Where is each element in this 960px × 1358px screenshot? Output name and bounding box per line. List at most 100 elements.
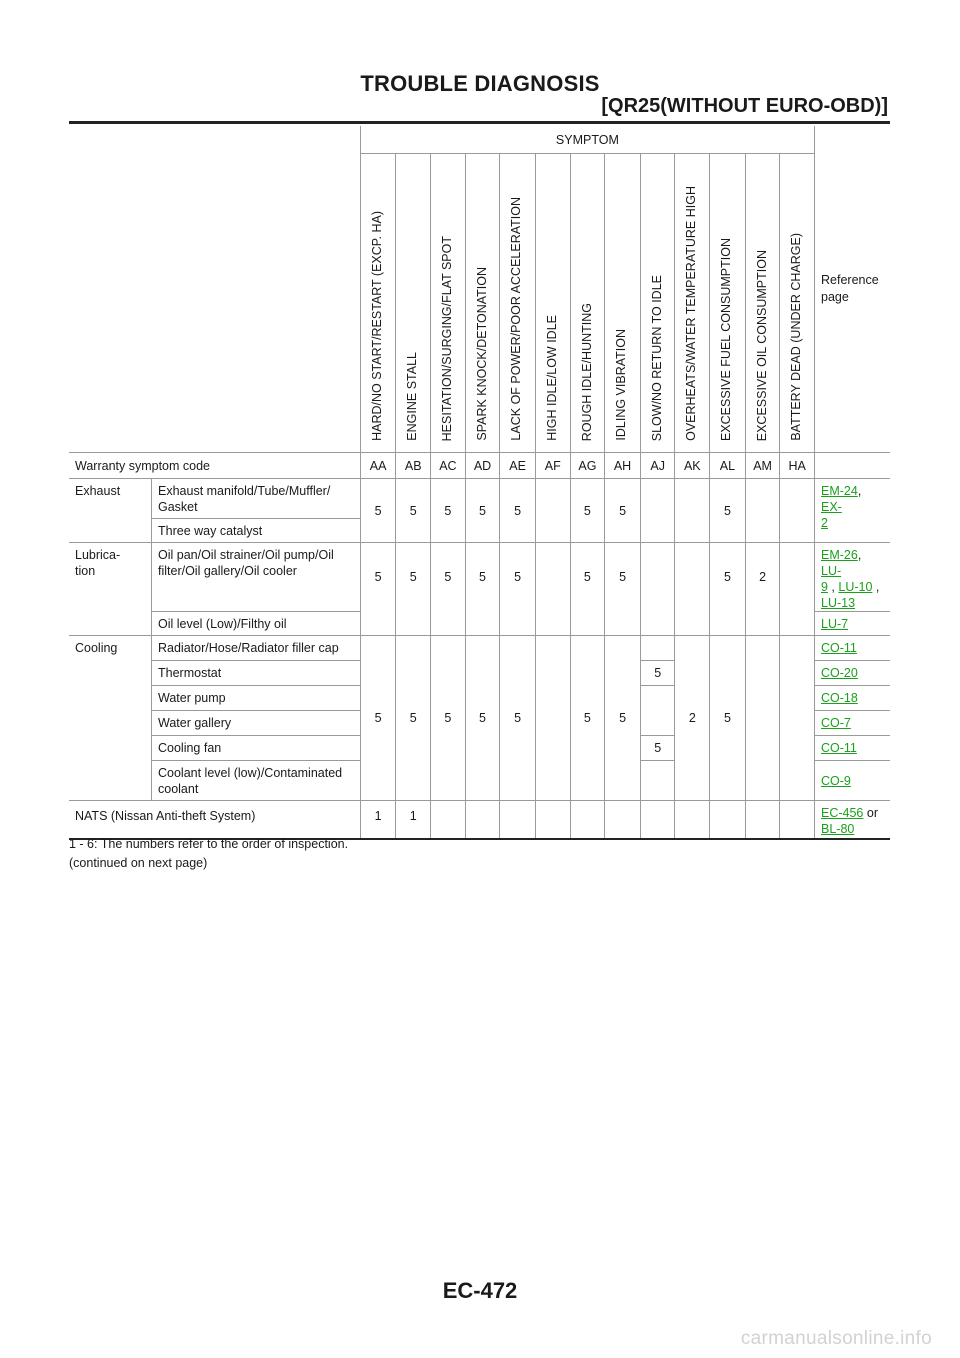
value-cell: 1 [395,800,432,840]
warranty-code: AA [359,452,397,479]
value-cell [779,635,815,801]
value-cell: 1 [359,800,397,840]
item-oil-pan: Oil pan/Oil strainer/Oil pump/Oil filter… [151,542,361,612]
value-cell-empty [499,800,536,840]
value-cell-empty [674,800,711,840]
ref-link[interactable]: LU- [821,564,842,578]
page-subtitle: [QR25(WITHOUT EURO-OBD)] [601,95,888,117]
value-cell: 5 [430,635,466,801]
item-cooling-fan: Cooling fan [151,735,361,761]
value-cell: 5 [499,542,536,636]
value-cell: 5 [569,635,606,801]
item-oil-level: Oil level (Low)/Filthy oil [151,611,361,636]
ref-separator: , [872,580,880,594]
ref-separator: , [857,484,862,498]
reference-water-gallery: CO-7 [814,710,890,736]
ref-or: or [863,806,878,820]
ref-link[interactable]: CO-7 [821,716,851,730]
value-cell-empty [779,800,815,840]
value-cell-empty [744,800,781,840]
ref-link[interactable]: LU-10 [838,580,873,594]
ref-link[interactable]: 9 [821,580,828,594]
value-cell: 5 [359,478,397,543]
value-cell: 5 [395,635,432,801]
cooling-row-1: Cooling Radiator/Hose/Radiator filler ca… [69,635,890,801]
warranty-code: AC [430,452,466,479]
footnote-continued: (continued on next page) [69,856,208,870]
value-cell: 5 [569,478,606,543]
ref-link[interactable]: CO-9 [821,773,851,788]
lubrication-row-1: Lubrica-tion Oil pan/Oil strainer/Oil pu… [69,542,890,636]
value-cell: 5 [464,635,501,801]
value-cell [534,478,571,543]
symptom-header-row: SYMPTOM Reference page [69,126,890,453]
warranty-code: AE [499,452,536,479]
ref-link[interactable]: CO-18 [821,691,858,705]
value-cell [639,478,676,543]
value-cell: 5 [604,542,641,636]
symptom-name: HIGH IDLE/LOW IDLE [544,315,559,441]
ref-link[interactable]: 2 [821,516,828,530]
value-cell-slow-return [639,685,676,736]
value-cell [674,542,711,636]
warranty-code: AF [534,452,571,479]
category-exhaust: Exhaust [69,478,152,543]
warranty-code: AK [674,452,711,479]
warranty-code: HA [779,452,815,479]
value-cell: 5 [430,478,466,543]
warranty-code-label: Warranty symptom code [69,452,361,479]
value-cell: 5 [604,635,641,801]
value-cell: 5 [709,542,746,636]
warranty-code: AM [744,452,781,479]
value-cell-empty [604,800,641,840]
value-cell: 5 [359,635,397,801]
cooling-row-5: Cooling fan 5 CO-11 [69,735,890,761]
value-cell-empty [569,800,606,840]
value-cell-slow-return [639,760,676,801]
reference-cooling-fan: CO-11 [814,735,890,761]
ref-link[interactable]: EC-456 [821,806,864,820]
page-title: TROUBLE DIAGNOSIS [360,71,600,96]
header-blank-cell [69,126,361,453]
warranty-code-ref-blank [814,452,890,479]
item-water-pump: Water pump [151,685,361,711]
ref-link[interactable]: CO-11 [821,741,857,755]
warranty-code: AD [464,452,501,479]
value-cell-slow-return-thermostat: 5 [639,660,676,686]
ref-link[interactable]: EX- [821,500,842,514]
value-cell: 2 [744,542,781,636]
ref-link[interactable]: LU-13 [821,596,856,610]
ref-link[interactable]: BL-80 [821,822,855,836]
category-lubrication: Lubrica-tion [69,542,152,636]
ref-link[interactable]: EM-24 [821,484,858,498]
value-cell-empty [709,800,746,840]
footnote-inspection-order: 1 - 6: The numbers refer to the order of… [69,837,349,851]
nats-label: NATS (Nissan Anti-theft System) [69,800,361,840]
ref-link[interactable]: LU-7 [821,616,849,631]
symptom-name: SLOW/NO RETURN TO IDLE [649,274,664,441]
category-cooling: Cooling [69,635,152,801]
warranty-code: AG [569,452,606,479]
value-cell [639,542,676,636]
warranty-code: AL [709,452,746,479]
lubrication-row-2: Oil level (Low)/Filthy oil LU-7 [69,611,890,636]
reference-lubrication: EM-26, LU-9 , LU-10 ,LU-13 [814,542,890,612]
value-cell-empty [534,800,571,840]
value-cell: 5 [499,635,536,801]
value-cell [744,635,781,801]
ref-link[interactable]: CO-11 [821,641,857,655]
ref-link[interactable]: EM-26 [821,548,858,562]
reference-page-header: Reference page [814,126,890,453]
value-cell: 5 [359,542,397,636]
ref-link[interactable]: CO-20 [821,666,858,680]
symptom-name: ENGINE STALL [405,352,420,441]
value-cell: 5 [430,542,466,636]
reference-exhaust: EM-24, EX- 2 [814,478,890,543]
value-cell: 5 [569,542,606,636]
value-cell [534,542,571,636]
value-cell: 2 [674,635,711,801]
value-cell-slow-return [639,635,676,661]
page-number: EC-472 [442,1278,518,1303]
value-cell: 5 [499,478,536,543]
